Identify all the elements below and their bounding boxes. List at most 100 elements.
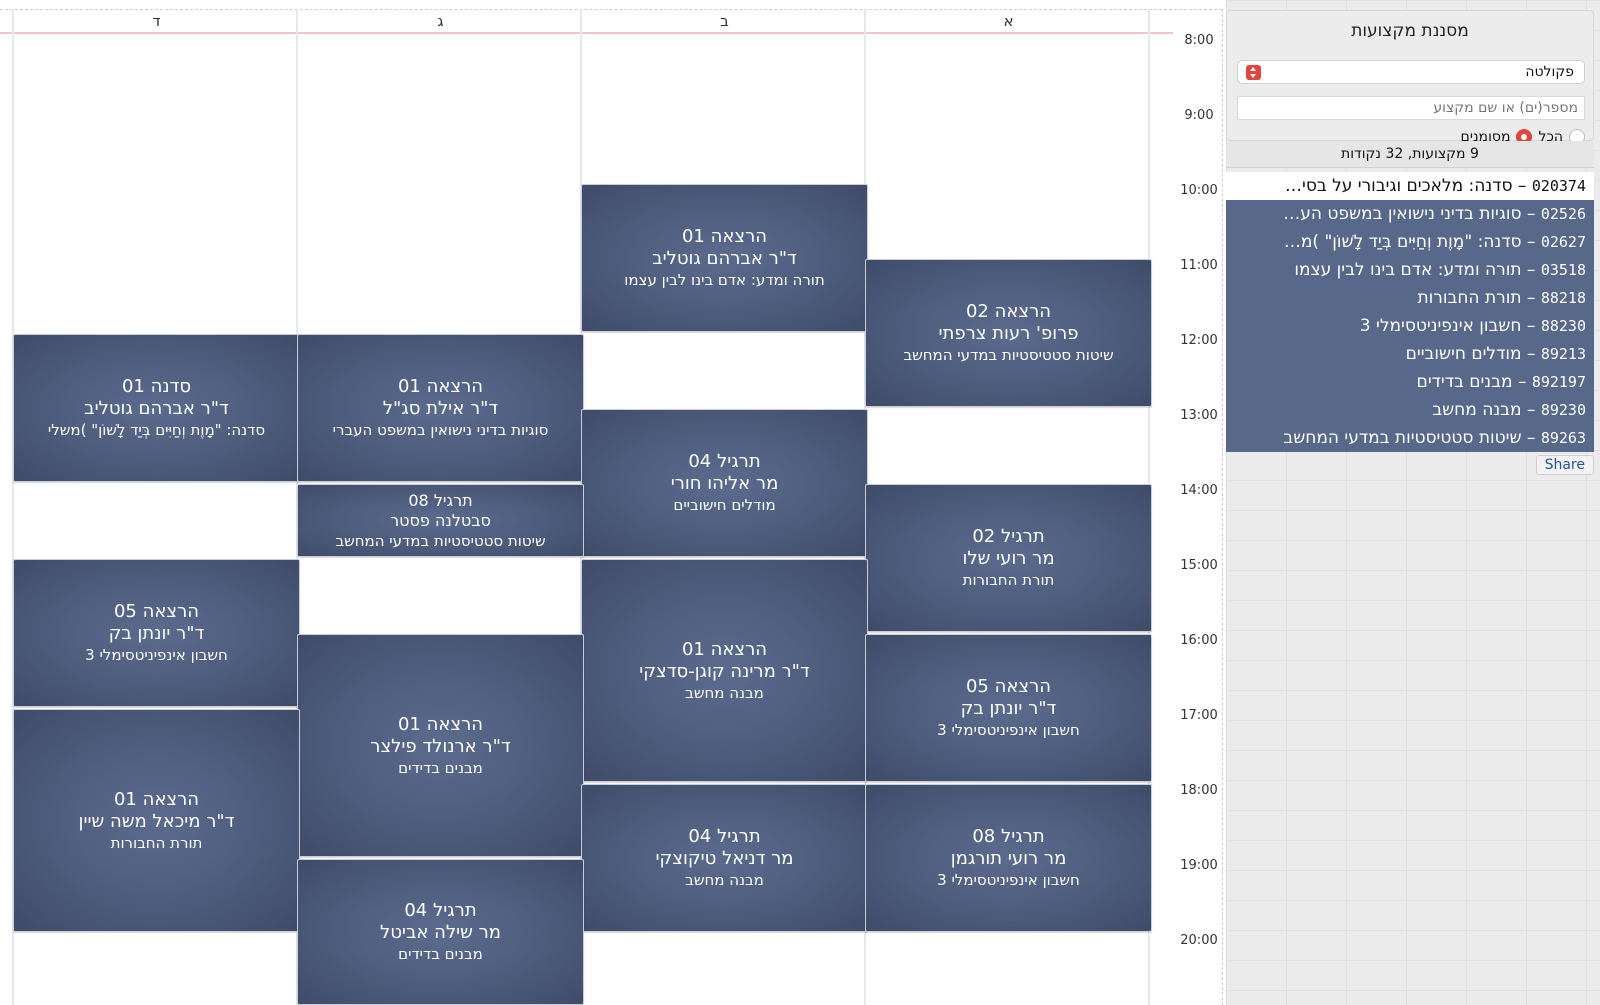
hour-label: 20:00 bbox=[1180, 933, 1218, 948]
course-filter-panel: מסננת מקצועות פקולטה הכל מסומנים bbox=[1226, 10, 1594, 145]
event-title: הרצאה 01 bbox=[113, 788, 200, 810]
course-separator: – bbox=[1512, 372, 1532, 392]
course-list-item[interactable]: 88230 – חשבון אינפיניטסימלי 3 bbox=[1226, 312, 1594, 340]
course-number: 02526 bbox=[1540, 205, 1586, 223]
event-course: סוגיות בדיני נישואין במשפט העברי bbox=[332, 421, 549, 439]
course-list-item[interactable]: 89230 – מבנה מחשב bbox=[1226, 396, 1594, 424]
calendar-right-border bbox=[1222, 9, 1223, 1005]
event-title: הרצאה 05 bbox=[113, 601, 200, 622]
course-separator: – bbox=[1521, 316, 1541, 336]
event-course: תורה ומדע: אדם בינו לבין עצמו bbox=[624, 271, 825, 289]
event-lecturer: ד"ר ארנולד פילצר bbox=[370, 735, 511, 757]
event-lecturer: ד"ר אברהם גוטליב bbox=[652, 248, 797, 269]
event-lecturer: מר רועי תורגמן bbox=[950, 848, 1067, 869]
day-header: ג bbox=[437, 12, 444, 30]
event-lecturer: ד"ר אילת סג"ל bbox=[382, 398, 499, 419]
course-name: מודלים חישוביים bbox=[1405, 344, 1522, 364]
hour-label: 18:00 bbox=[1180, 783, 1218, 798]
course-list-item[interactable]: 020374 – סדנה: מלאכים וגיבורי על בסי… bbox=[1226, 172, 1594, 200]
event-title: תרגיל 08 bbox=[408, 490, 473, 510]
day-header: א bbox=[1003, 12, 1014, 30]
calendar-top-border bbox=[0, 9, 1222, 10]
course-number: 89230 bbox=[1540, 401, 1586, 419]
course-number: 89213 bbox=[1540, 345, 1586, 363]
course-list-item[interactable]: 89213 – מודלים חישוביים bbox=[1226, 340, 1594, 368]
header-divider bbox=[0, 32, 1173, 34]
course-number: 88230 bbox=[1540, 317, 1586, 335]
hour-label: 12:00 bbox=[1180, 333, 1218, 348]
course-list-item[interactable]: 02526 – סוגיות בדיני נישואין במשפט הע… bbox=[1226, 200, 1594, 228]
course-list-item[interactable]: 88218 – תורת החבורות bbox=[1226, 284, 1594, 312]
share-button[interactable]: Share bbox=[1535, 455, 1594, 475]
panel-title: מסננת מקצועות bbox=[1351, 21, 1469, 41]
event-title: תרגיל 02 bbox=[972, 526, 1045, 547]
hour-label: 17:00 bbox=[1180, 708, 1218, 723]
course-search-input[interactable] bbox=[1237, 96, 1585, 120]
event-title: תרגיל 04 bbox=[688, 826, 761, 847]
event-lecturer: סבטלנה פסטר bbox=[390, 510, 491, 530]
course-list-item[interactable]: 02627 – סדנה: "מָוֶת וְחַיִּים בְּיַד לָ… bbox=[1226, 228, 1594, 256]
event-lecturer: ד"ר יונתן בק bbox=[960, 698, 1057, 719]
selection-summary: 9 מקצועות, 32 נקודות bbox=[1226, 141, 1594, 168]
event-course: חשבון אינפיניטסימלי 3 bbox=[937, 721, 1080, 739]
course-list-item[interactable]: 89263 – שיטות סטטיסטיות במדעי המחשב bbox=[1226, 424, 1594, 452]
course-separator: – bbox=[1521, 428, 1541, 448]
course-separator: – bbox=[1521, 288, 1541, 308]
course-list-item[interactable]: 892197 – מבנים בדידים bbox=[1226, 368, 1594, 396]
event-lecturer: מר דניאל טיקוצקי bbox=[655, 848, 794, 869]
event-title: הרצאה 01 bbox=[397, 376, 484, 397]
course-name: חשבון אינפיניטסימלי 3 bbox=[1359, 316, 1522, 336]
event-lecturer: פרופ' רעות צרפתי bbox=[938, 323, 1079, 344]
sidebar: מסננת מקצועות פקולטה הכל מסומנים 9 מקצוע… bbox=[1226, 0, 1600, 1005]
course-number: 892197 bbox=[1531, 373, 1586, 391]
course-name: סדנה: מלאכים וגיבורי על בסי… bbox=[1285, 176, 1513, 196]
course-number: 89263 bbox=[1540, 429, 1586, 447]
event-title: סדנה 01 bbox=[121, 376, 192, 397]
course-separator: – bbox=[1521, 232, 1541, 252]
column-divider bbox=[12, 9, 14, 1005]
course-separator: – bbox=[1521, 204, 1541, 224]
course-name: מבנים בדידים bbox=[1416, 372, 1513, 392]
course-separator: – bbox=[1521, 260, 1541, 280]
hour-label: 9:00 bbox=[1184, 108, 1214, 123]
event-title: תרגיל 08 bbox=[972, 826, 1045, 847]
event-title: הרצאה 01 bbox=[681, 638, 768, 660]
select-stepper-icon[interactable] bbox=[1246, 65, 1261, 80]
course-list-item[interactable]: 03518 – תורה ומדע: אדם בינו לבין עצמו bbox=[1226, 256, 1594, 284]
course-number: 88218 bbox=[1540, 289, 1586, 307]
hour-label: 11:00 bbox=[1180, 258, 1218, 273]
event-course: מבנה מחשב bbox=[685, 683, 764, 702]
event-course: שיטות סטטיסטיות במדעי המחשב bbox=[335, 531, 546, 550]
course-name: סוגיות בדיני נישואין במשפט הע… bbox=[1283, 204, 1522, 224]
faculty-select[interactable]: פקולטה bbox=[1237, 60, 1585, 84]
hour-label: 15:00 bbox=[1180, 558, 1218, 573]
faculty-select-value: פקולטה bbox=[1525, 64, 1574, 80]
event-course: מודלים חישוביים bbox=[673, 496, 776, 514]
course-name: תורה ומדע: אדם בינו לבין עצמו bbox=[1294, 260, 1522, 280]
hour-label: 14:00 bbox=[1180, 483, 1218, 498]
event-title: הרצאה 01 bbox=[681, 226, 768, 247]
event-course: שיטות סטטיסטיות במדעי המחשב bbox=[903, 346, 1114, 364]
event-lecturer: ד"ר אברהם גוטליב bbox=[84, 398, 229, 419]
event-lecturer: ד"ר יונתן בק bbox=[108, 623, 205, 644]
event-title: תרגיל 04 bbox=[404, 900, 477, 921]
event-title: הרצאה 01 bbox=[397, 713, 484, 735]
course-name: סדנה: "מָוֶת וְחַיִּים בְּיַד לָשׁוֹן" )… bbox=[1283, 232, 1522, 252]
